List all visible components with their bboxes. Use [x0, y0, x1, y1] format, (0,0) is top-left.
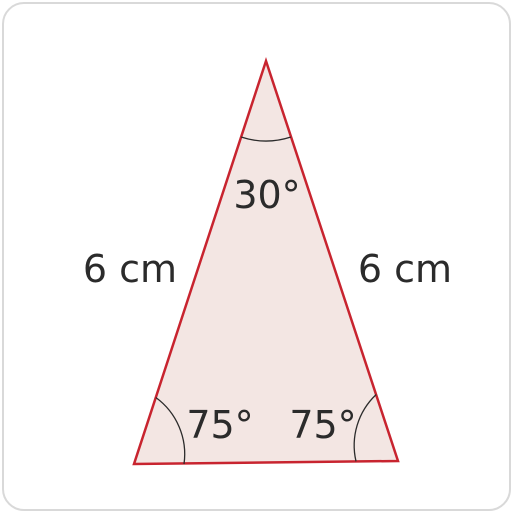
- bottom-left-angle-arc: [155, 396, 186, 465]
- bottom-right-angle-label: 75°: [289, 403, 356, 447]
- apex-angle-label: 30°: [233, 173, 300, 217]
- left-side-length-label: 6 cm: [83, 247, 177, 291]
- bottom-left-angle-label: 75°: [186, 403, 253, 447]
- isosceles-triangle: [132, 56, 400, 466]
- apex-angle-arc: [240, 136, 292, 142]
- right-side-length-label: 6 cm: [358, 247, 452, 291]
- bottom-right-angle-arc: [353, 394, 377, 462]
